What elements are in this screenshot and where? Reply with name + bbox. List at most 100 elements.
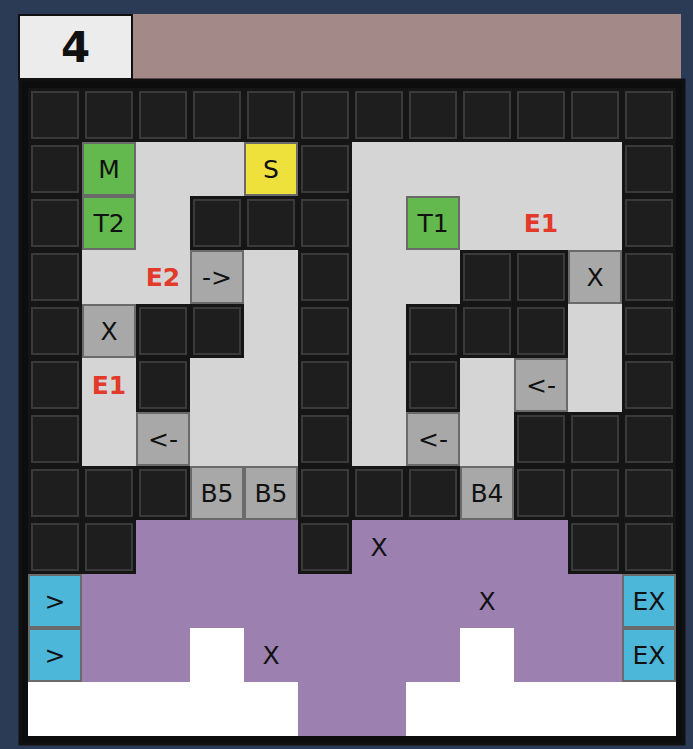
- floor-tile: [190, 142, 244, 196]
- floor-tile: [460, 196, 514, 250]
- cell-label: B5: [254, 481, 287, 506]
- map-cell: EX: [622, 628, 676, 682]
- floor-tile: [514, 628, 568, 682]
- floor-tile: [352, 412, 406, 466]
- cell-label: M: [98, 157, 120, 182]
- wall-bevel: [626, 362, 672, 408]
- floor-tile: [514, 682, 568, 736]
- floor-tile: [190, 574, 244, 628]
- floor-tile: [460, 574, 514, 628]
- wall-tile: [514, 412, 568, 466]
- cell-label: X: [586, 265, 603, 290]
- tile-outline: [569, 251, 621, 303]
- wall-tile: [568, 88, 622, 142]
- floor-tile: [352, 574, 406, 628]
- floor-tile: [82, 358, 136, 412]
- wall-tile: [298, 250, 352, 304]
- wall-tile: [298, 88, 352, 142]
- cell-label: T2: [93, 211, 124, 236]
- label-cell: E1: [82, 358, 136, 412]
- floor-tile: [514, 196, 568, 250]
- wall-tile: [298, 412, 352, 466]
- hazard-marker: X: [478, 589, 495, 614]
- tile-outline: [29, 629, 81, 681]
- floor-tile: [568, 574, 622, 628]
- cell-label: EX: [633, 643, 666, 668]
- wall-bevel: [626, 416, 672, 462]
- wall-bevel: [248, 200, 294, 246]
- map-cell: <-: [136, 412, 190, 466]
- wall-tile: [406, 466, 460, 520]
- wall-tile: [28, 466, 82, 520]
- floor-tile: [28, 574, 82, 628]
- floor-tile: [244, 574, 298, 628]
- wall-tile: [244, 196, 298, 250]
- wall-bevel: [626, 524, 672, 570]
- wall-tile: [622, 142, 676, 196]
- tile-outline: [83, 197, 135, 249]
- floor-tile: [514, 142, 568, 196]
- enemy-marker: E1: [92, 373, 126, 398]
- floor-tile: [136, 196, 190, 250]
- wall-bevel: [572, 92, 618, 138]
- wall-tile: [622, 196, 676, 250]
- tile-outline: [29, 575, 81, 627]
- floor-tile: [406, 682, 460, 736]
- floor-tile: [406, 574, 460, 628]
- wall-tile: [514, 88, 568, 142]
- wall-bevel: [302, 254, 348, 300]
- wall-bevel: [572, 470, 618, 516]
- wall-tile: [622, 250, 676, 304]
- map-frame: [20, 80, 684, 744]
- wall-tile: [298, 142, 352, 196]
- wall-tile: [190, 304, 244, 358]
- wall-tile: [28, 250, 82, 304]
- wall-tile: [622, 88, 676, 142]
- wall-tile: [82, 466, 136, 520]
- floor-tile: [568, 142, 622, 196]
- floor-tile: [136, 250, 190, 304]
- floor-tile: [244, 250, 298, 304]
- tile-outline: [623, 575, 675, 627]
- wall-bevel: [464, 254, 510, 300]
- hazard-marker: X: [262, 643, 279, 668]
- header-band: [133, 14, 681, 80]
- wall-bevel: [410, 470, 456, 516]
- wall-bevel: [626, 146, 672, 192]
- floor-tile: [136, 682, 190, 736]
- floor-tile: [352, 142, 406, 196]
- floor-tile: [28, 628, 82, 682]
- map-cell: B4: [460, 466, 514, 520]
- wall-tile: [136, 88, 190, 142]
- map-cell: >: [28, 574, 82, 628]
- wall-tile: [28, 520, 82, 574]
- cell-label: T1: [417, 211, 448, 236]
- floor-tile: [460, 358, 514, 412]
- wall-tile: [568, 520, 622, 574]
- hazard-marker: X: [370, 535, 387, 560]
- floor-tile: [136, 628, 190, 682]
- wall-bevel: [140, 362, 186, 408]
- wall-bevel: [626, 470, 672, 516]
- floor-tile: [82, 196, 136, 250]
- wall-bevel: [302, 362, 348, 408]
- wall-bevel: [32, 254, 78, 300]
- cell-label: ->: [202, 265, 232, 290]
- wall-tile: [28, 142, 82, 196]
- floor-tile: [298, 628, 352, 682]
- floor-tile: [190, 358, 244, 412]
- floor-tile: [298, 682, 352, 736]
- wall-bevel: [32, 524, 78, 570]
- floor-tile: [352, 196, 406, 250]
- wall-tile: [136, 304, 190, 358]
- floor-tile: [244, 358, 298, 412]
- floor-tile: [622, 682, 676, 736]
- label-cell: X: [244, 628, 298, 682]
- wall-bevel: [302, 200, 348, 246]
- floor-tile: [406, 412, 460, 466]
- map-cell: >: [28, 628, 82, 682]
- floor-tile: [352, 520, 406, 574]
- wall-tile: [190, 88, 244, 142]
- wall-bevel: [626, 254, 672, 300]
- wall-bevel: [302, 92, 348, 138]
